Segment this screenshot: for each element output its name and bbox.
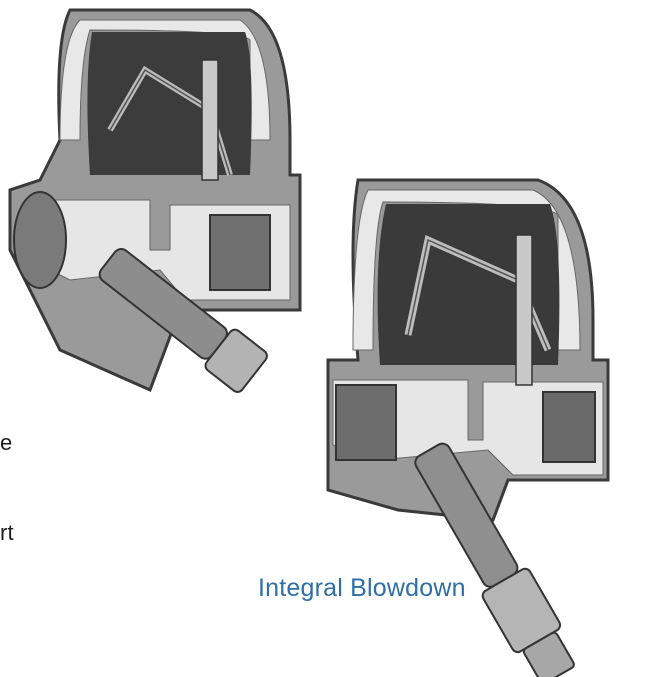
- cut-off-text-fragment-2: rt: [0, 520, 14, 545]
- cut-off-text-fragment-1: e: [0, 430, 13, 455]
- steam-trap-cutaway-right: [326, 178, 610, 677]
- steam-trap-cutaway-left: [8, 8, 302, 393]
- caption-integral-blowdown: Integral Blowdown: [258, 574, 466, 602]
